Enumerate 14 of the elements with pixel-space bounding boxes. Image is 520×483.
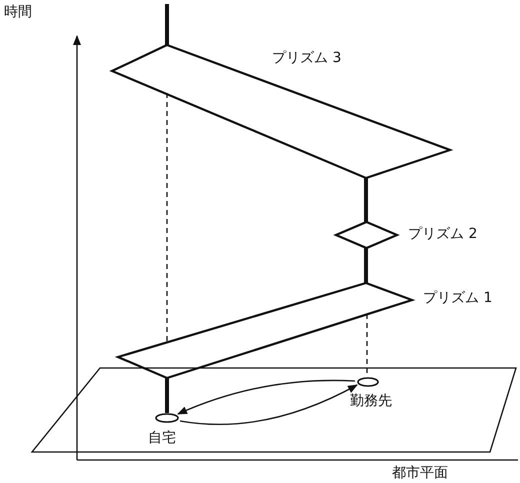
- arrow: [177, 380, 356, 415]
- path-line: [364, 248, 368, 283]
- place-label: 自宅: [148, 430, 176, 446]
- path-line: [364, 178, 368, 222]
- projection-line: [166, 93, 168, 343]
- prism-label: プリズム 2: [408, 226, 478, 242]
- arrow: [180, 384, 358, 426]
- axis-label: 都市平面: [392, 465, 448, 481]
- path-line: [165, 378, 169, 413]
- prism-label: プリズム 3: [272, 50, 342, 66]
- axis-label: 時間: [4, 4, 32, 20]
- path-line: [165, 4, 169, 45]
- place-label: 勤務先: [350, 393, 392, 409]
- prism-label: プリズム 1: [423, 290, 492, 306]
